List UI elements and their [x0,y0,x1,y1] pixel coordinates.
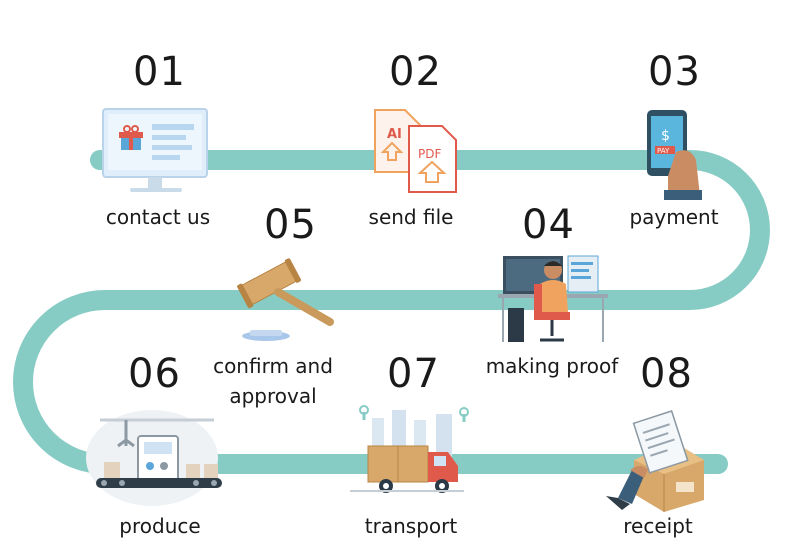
step-label-confirm-line2: approval [229,384,317,408]
step-number-03: 03 [648,49,701,95]
step-label-send-file: send file [368,205,454,229]
phone-pay-text: PAY [657,147,670,155]
parcel-receipt-icon [606,410,704,512]
gavel-icon [237,258,334,341]
step-number-04: 04 [522,202,575,248]
step-number-06: 06 [128,351,181,397]
phone-dollar-text: $ [661,128,670,144]
step-label-transport: transport [364,514,458,538]
ai-pdf-files-icon: AI PDF [374,109,457,193]
step-label-receipt: receipt [623,514,693,538]
phone-pay-icon: $ PAY [647,110,702,200]
step-label-contact-us: contact us [105,205,211,229]
file-pdf-text: PDF [418,147,441,161]
step-number-02: 02 [389,49,442,95]
step-label-payment: payment [629,205,719,229]
step-label-making-proof: making proof [485,354,619,378]
step-label-produce: produce [119,514,201,538]
step-label-confirm-line1: confirm and [213,354,333,378]
designer-workstation-icon [498,255,608,342]
delivery-truck-icon [350,405,469,493]
file-ai-text: AI [387,127,402,142]
step-number-05: 05 [264,202,317,248]
factory-machine-icon [86,410,222,506]
flow-path [13,150,770,474]
monitor-gift-icon [102,108,208,192]
step-number-01: 01 [133,49,186,95]
step-number-08: 08 [640,351,693,397]
step-number-07: 07 [387,351,440,397]
